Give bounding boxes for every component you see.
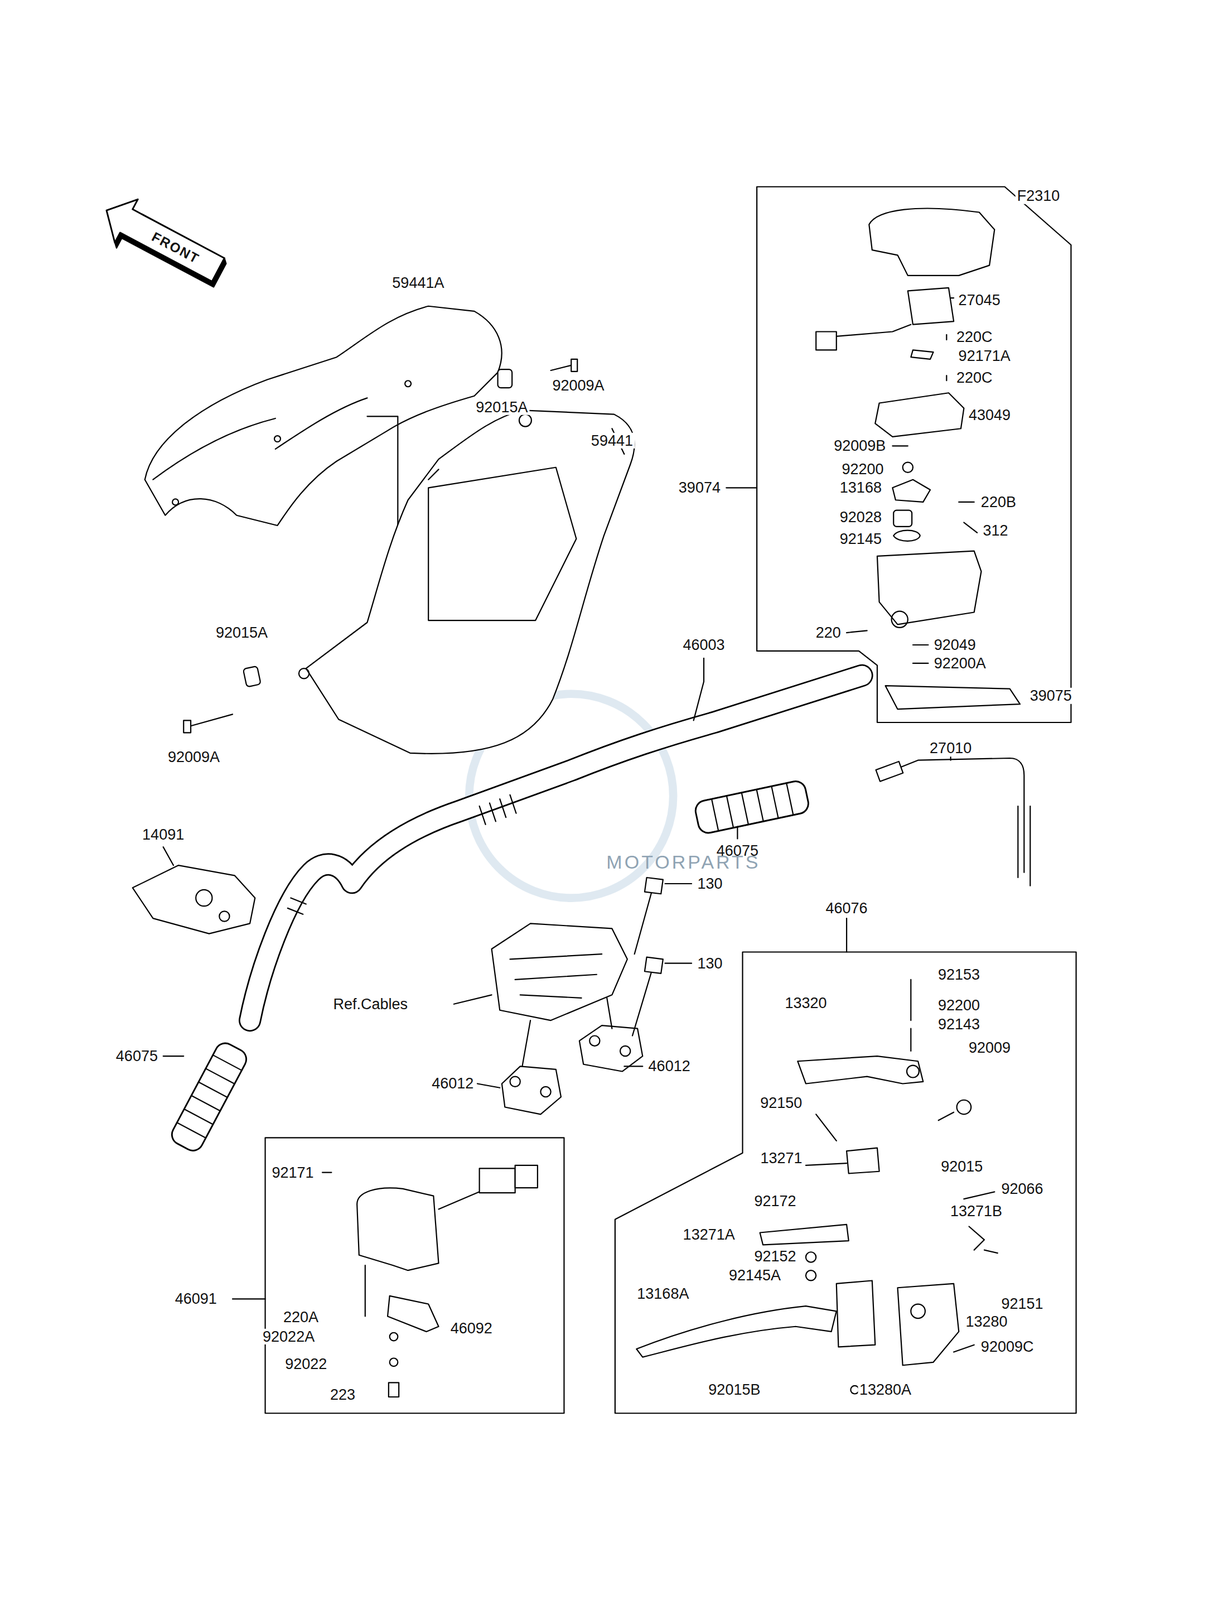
group-box [615, 951, 1077, 1414]
part-number: 130 [695, 875, 724, 892]
part-number: 92151 [999, 1295, 1045, 1312]
part-number: 13271B [948, 1202, 1004, 1219]
part-number: 92009A [166, 748, 222, 765]
part-number: 92200 [936, 996, 982, 1013]
part-number: 39075 [1028, 687, 1074, 704]
part-number: 92200 [839, 461, 886, 477]
part-number: 92049 [932, 636, 978, 653]
part-number: 92153 [936, 966, 982, 983]
group-number: 46076 [824, 900, 870, 916]
group-number: 46091 [173, 1290, 219, 1307]
part-number: 92171A [956, 347, 1013, 364]
part-number: 59441 [589, 432, 635, 449]
part-number: 220C [954, 328, 995, 345]
direction-arrow-text: FRONT [147, 228, 203, 268]
part-number: 13280 [963, 1312, 1009, 1329]
part-number: 92171 [269, 1163, 316, 1180]
part-number: 46012 [429, 1075, 476, 1091]
part-number: 14091 [140, 826, 186, 843]
reference-note: Ref.Cables [331, 996, 410, 1012]
part-number: 13320 [782, 994, 829, 1011]
part-number: 13168 [838, 479, 884, 496]
part-number: 92015B [706, 1381, 762, 1397]
part-number: 27045 [956, 292, 1003, 308]
part-number: 92015 [939, 1157, 985, 1174]
part-number: 92145 [838, 530, 884, 547]
part-number: 92200A [932, 655, 988, 671]
part-number: 223 [328, 1386, 357, 1403]
part-number: 92143 [936, 1016, 982, 1032]
figure-code: F2310 [1015, 187, 1062, 204]
part-number: 92022 [283, 1355, 329, 1372]
part-number: 92009A [550, 377, 607, 394]
part-number: 13168A [635, 1285, 691, 1302]
group-box [265, 1137, 565, 1413]
part-number: 92009 [967, 1039, 1013, 1056]
part-number: 46003 [680, 636, 727, 653]
watermark: MOTORPARTS [604, 852, 762, 873]
part-number: 130 [695, 954, 724, 971]
group-box [756, 186, 1071, 723]
part-number: 92022A [260, 1328, 317, 1345]
part-number: 92015A [214, 624, 270, 641]
part-number: 46075 [114, 1047, 160, 1064]
part-number: 43049 [967, 407, 1013, 423]
part-number: 13271 [758, 1149, 804, 1166]
part-number: 92150 [758, 1094, 804, 1111]
part-number: 92066 [999, 1180, 1045, 1197]
part-number: 220B [979, 494, 1018, 510]
part-number: 13280A [857, 1381, 913, 1397]
part-number: 220 [814, 624, 843, 641]
part-number: 92009B [832, 437, 888, 454]
part-number: 13271A [681, 1226, 737, 1242]
part-number: 27010 [927, 740, 974, 756]
part-number: 92145A [727, 1267, 783, 1283]
part-number: 46012 [646, 1057, 693, 1074]
part-number: 220C [954, 369, 995, 386]
part-number: 92172 [752, 1192, 799, 1209]
part-number: 220A [281, 1308, 321, 1325]
part-number: 92015A [474, 399, 530, 415]
part-number: 92028 [838, 509, 884, 525]
part-number: 59441A [390, 274, 446, 290]
part-number: 312 [981, 522, 1010, 539]
part-number: 92009C [979, 1338, 1036, 1355]
part-number: 92152 [752, 1247, 799, 1264]
front-arrow [93, 188, 234, 297]
part-number: 46092 [448, 1320, 495, 1336]
group-number: 39074 [677, 479, 723, 496]
